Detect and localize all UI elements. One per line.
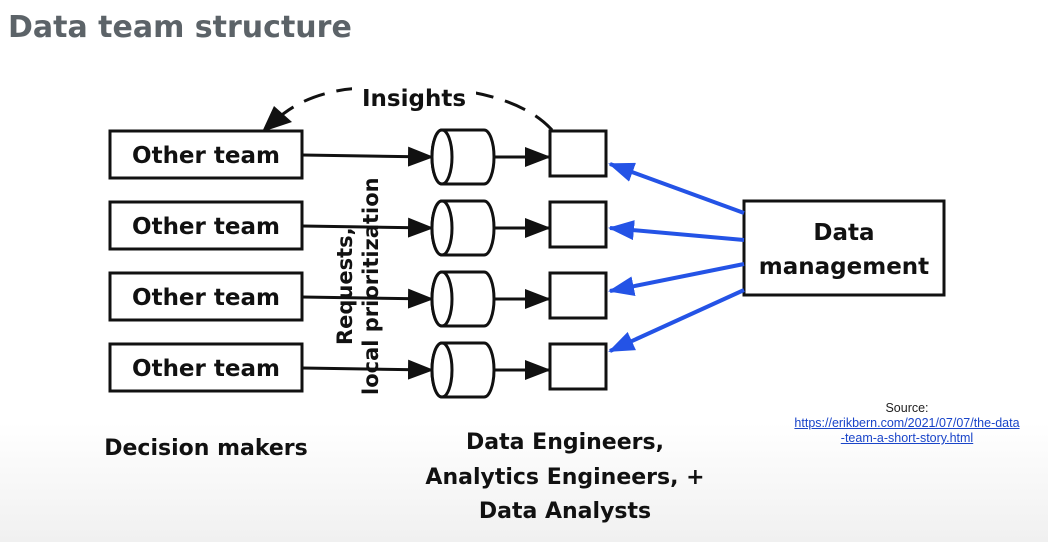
team-box (108, 342, 304, 393)
analyst-box (548, 342, 608, 391)
caption-decision-makers: Decision makers (104, 436, 308, 461)
blue-arrow-2 (608, 220, 745, 242)
blue-arrow-4 (608, 288, 745, 353)
team-row-1: Other team (108, 128, 608, 186)
team-row-2: Other team (108, 199, 608, 257)
blue-arrow-1 (608, 162, 745, 215)
source-link-line2[interactable]: -team-a-short-story.html (840, 431, 974, 445)
team-box (108, 271, 304, 322)
cylinder-icon (430, 270, 496, 328)
data-management-line2: management (759, 254, 929, 280)
team-box (108, 200, 304, 251)
team-label: Other team (132, 285, 280, 311)
request-arrow (301, 217, 434, 238)
requests-label-line2: local prioritization (359, 177, 383, 395)
analyst-box (548, 200, 608, 249)
source-block: Source: https://erikbern.com/2021/07/07/… (768, 401, 1046, 446)
team-label: Other team (132, 143, 280, 169)
insights-arrowhead (262, 106, 292, 132)
team-row-3: Other team (108, 270, 608, 328)
team-box (108, 129, 304, 180)
team-label: Other team (132, 214, 280, 240)
analyst-box (548, 129, 608, 178)
caption-engineers-line3: Data Analysts (479, 499, 651, 524)
caption-engineers-line1: Data Engineers, (466, 430, 664, 455)
team-row-4: Other team (108, 341, 608, 399)
cylinder-icon (430, 341, 496, 399)
data-management-box (742, 199, 946, 297)
source-label: Source: (885, 401, 929, 415)
source-link-line1[interactable]: https://erikbern.com/2021/07/07/the-data (794, 416, 1020, 430)
slide-title: Data team structure (8, 10, 352, 45)
team-label: Other team (132, 356, 280, 382)
data-management-line1: Data (813, 220, 874, 246)
caption-engineers-line2: Analytics Engineers, + (425, 465, 704, 490)
blue-arrow-3 (608, 262, 745, 297)
requests-label: Requests, local prioritization (333, 177, 383, 395)
analyst-box (548, 271, 608, 320)
request-arrow (301, 359, 434, 380)
requests-label-line1: Requests, (333, 227, 357, 345)
cylinder-icon (430, 199, 496, 257)
insights-label: Insights (362, 86, 466, 112)
request-arrow (301, 288, 434, 309)
request-arrow (301, 146, 434, 167)
cylinder-icon (430, 128, 496, 186)
